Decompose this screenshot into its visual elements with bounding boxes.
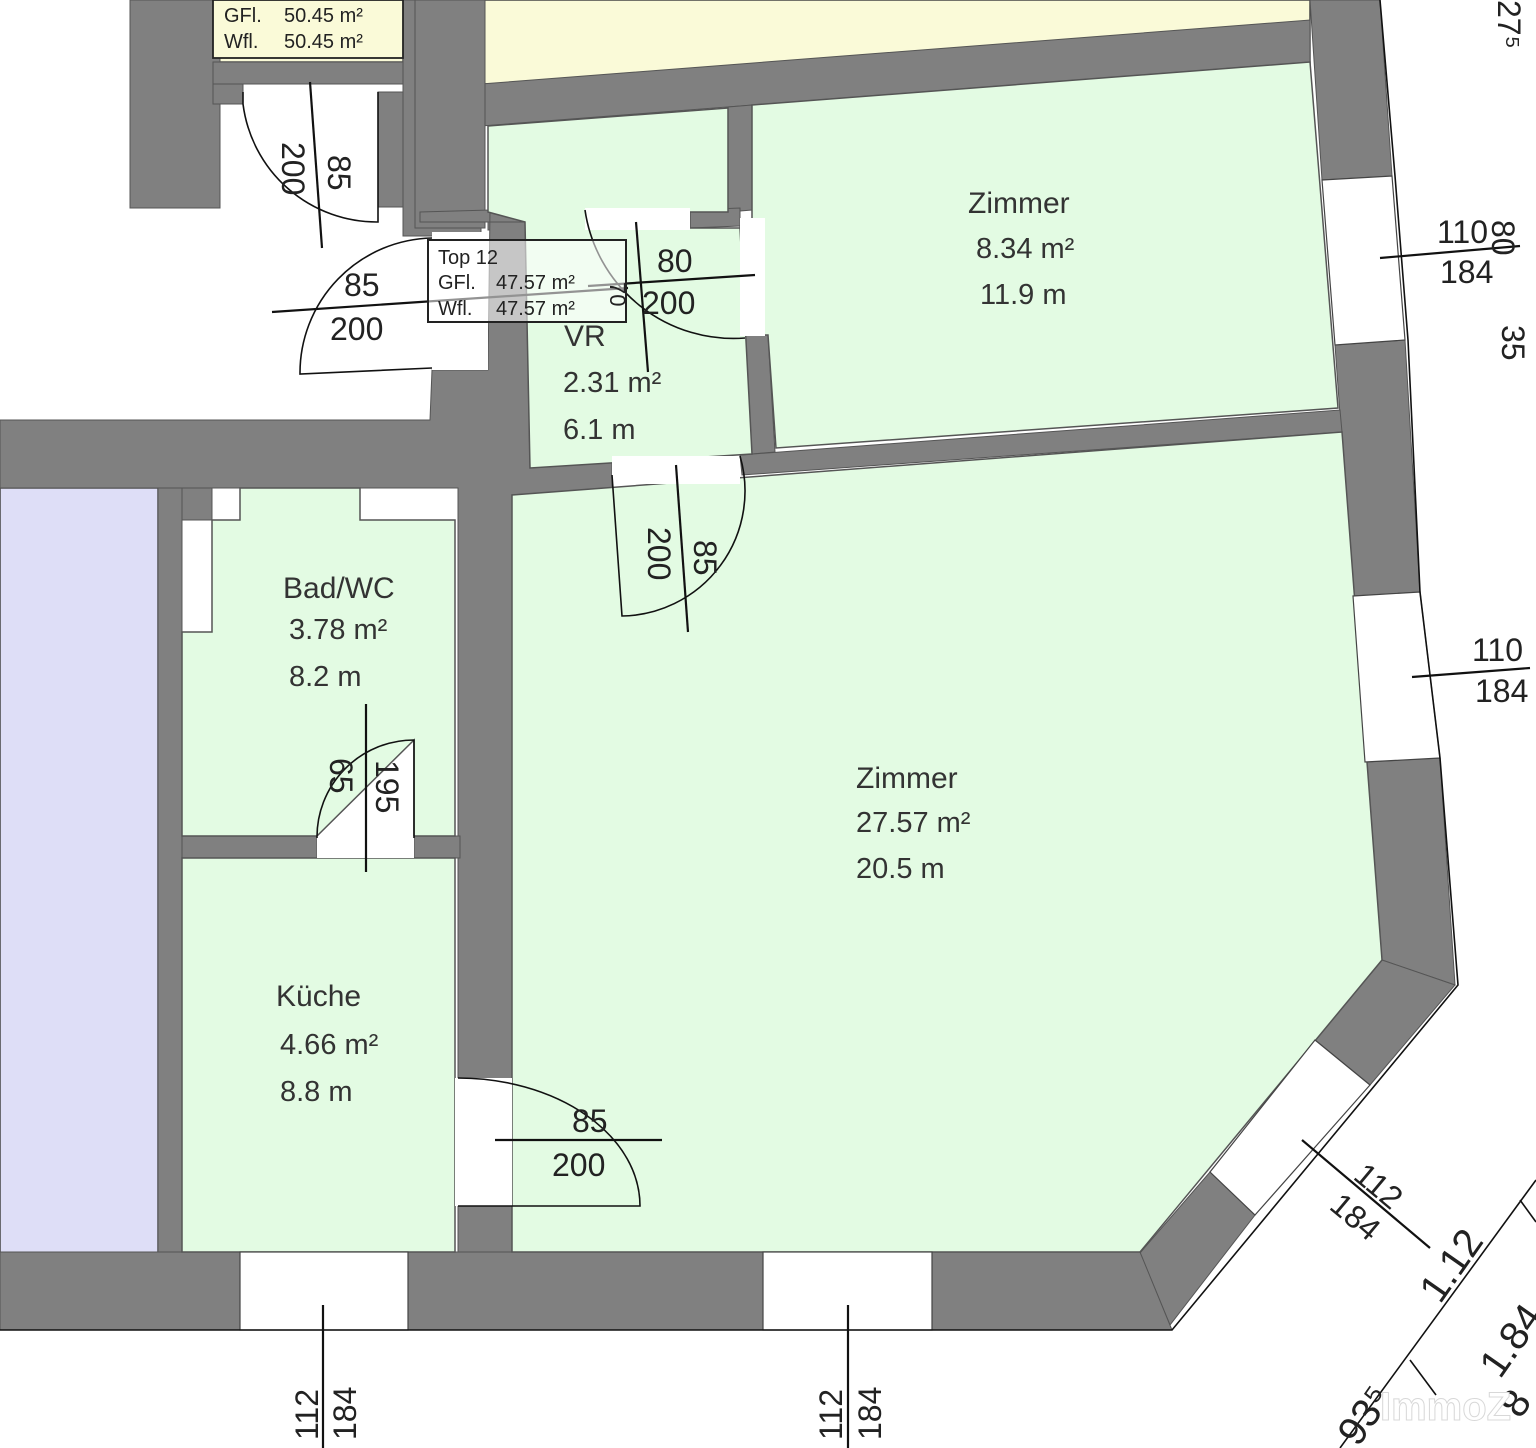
room-perimeter: 11.9 m — [980, 279, 1067, 311]
unit-gfl-label: GFl. — [438, 272, 476, 294]
entry-door-width: 85 — [344, 267, 380, 303]
zimmer-small-door-height: 200 — [642, 285, 695, 321]
window-top: 112 — [289, 1389, 325, 1440]
kueche-door-width: 85 — [572, 1103, 608, 1139]
room-name: VR — [564, 320, 606, 353]
window-top: 112 — [813, 1389, 849, 1440]
neighbor-info-box: GFl. 50.45 m² Wfl. 50.45 m² — [212, 0, 404, 59]
room-perimeter: 6.1 m — [563, 414, 636, 446]
zimmer-large-door-width: 85 — [687, 540, 723, 576]
room-name: Küche — [276, 980, 361, 1013]
room-area: 27.57 m² — [856, 807, 971, 839]
room-name: Zimmer — [856, 762, 958, 795]
room-area: 2.31 m² — [563, 367, 662, 399]
bad-door-height: 195 — [369, 760, 405, 813]
room-name: Zimmer — [968, 187, 1070, 220]
rooms — [181, 61, 1383, 1253]
bad-door-width: 65 — [323, 758, 359, 794]
window-bottom: 184 — [852, 1387, 888, 1440]
outer-dim-diag-a: 1.12 — [1411, 1221, 1492, 1310]
unit-wfl-label: Wfl. — [438, 298, 472, 320]
walls — [0, 0, 1456, 1331]
zimmer-small-door-width: 80 — [657, 243, 693, 279]
window-bottom: 184 — [1440, 254, 1493, 290]
window-bottom: 184 — [327, 1387, 363, 1440]
neighbor-wfl-label: Wfl. — [224, 31, 258, 53]
unit-gfl-value: 47.57 m² — [496, 272, 575, 294]
neighbor-gfl-value: 50.45 m² — [284, 5, 363, 27]
outer-dim-diag-b: 1.84 — [1471, 1296, 1536, 1385]
neighbor-door-height: 200 — [275, 142, 311, 195]
watermark: ImmoZ — [1380, 1385, 1511, 1429]
room-perimeter: 20.5 m — [856, 853, 945, 885]
unit-name: Top 12 — [438, 247, 498, 269]
outer-dim-right-edge: 35 — [1495, 325, 1531, 361]
room-perimeter: 8.2 m — [289, 661, 362, 693]
door-dimensions: 200 85 85 200 80 200 70 200 85 65 195 85… — [275, 142, 723, 1183]
room-area: 3.78 m² — [289, 614, 388, 646]
unit-info-box: Top 12 GFl. 47.57 m² Wfl. 47.57 m² — [427, 239, 627, 323]
window-side: 80 — [1485, 220, 1521, 256]
neighbor-door-width: 85 — [321, 155, 357, 191]
window-top: 110 — [1472, 632, 1523, 668]
neighbor-wfl-value: 50.45 m² — [284, 31, 363, 53]
entry-door-height: 200 — [330, 311, 383, 347]
room-bad-wc — [181, 487, 456, 837]
kueche-door-height: 200 — [552, 1147, 605, 1183]
outer-dim-top-right: 27⁵ — [1491, 0, 1527, 49]
zimmer-small-door-extra: 70 — [605, 282, 630, 306]
window-bottom: 184 — [1475, 673, 1528, 709]
room-area: 8.34 m² — [976, 233, 1075, 265]
room-area: 4.66 m² — [280, 1029, 379, 1061]
window-top: 110 — [1437, 214, 1488, 250]
zimmer-large-door-height: 200 — [641, 527, 677, 580]
unit-wfl-value: 47.57 m² — [496, 298, 575, 320]
room-labels: Zimmer 8.34 m² 11.9 m VR 2.31 m² 6.1 m B… — [276, 187, 1075, 1108]
room-perimeter: 8.8 m — [280, 1076, 353, 1108]
room-name: Bad/WC — [283, 572, 395, 605]
neighbor-gfl-label: GFl. — [224, 5, 262, 27]
neighbor-unit-area — [0, 487, 159, 1254]
